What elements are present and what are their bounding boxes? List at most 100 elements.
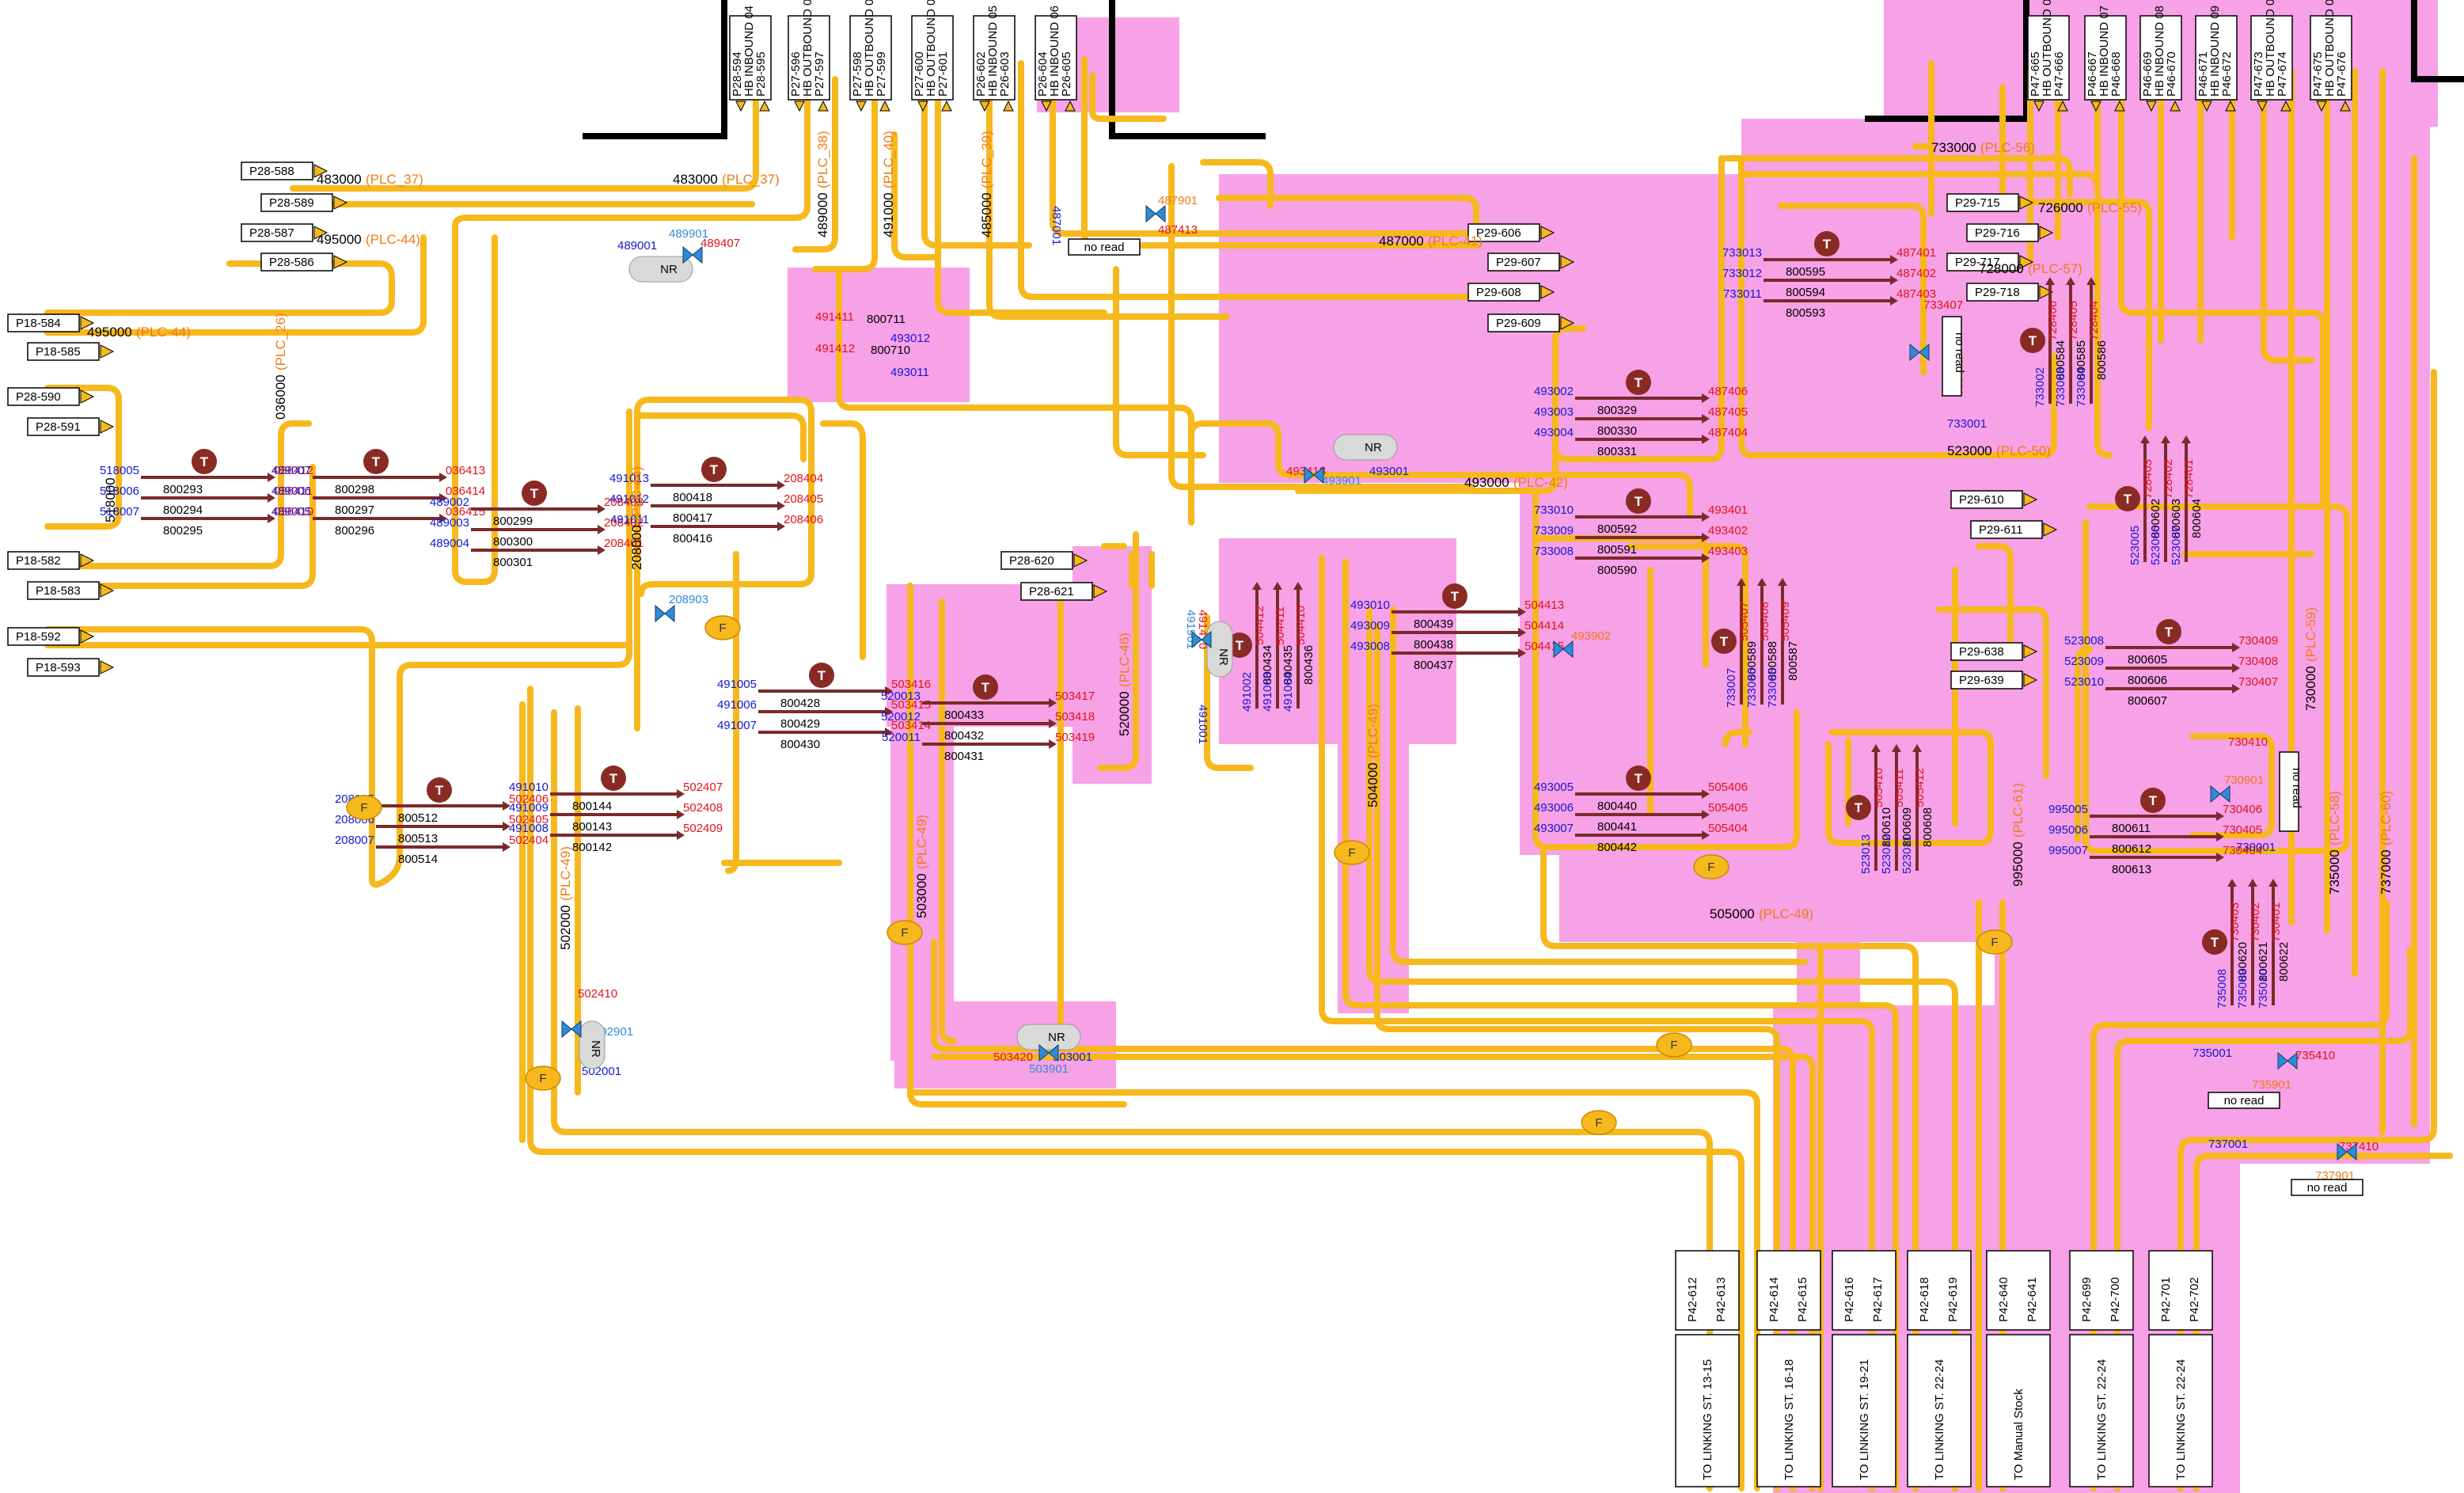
port-id: P42-700 bbox=[2109, 1277, 2122, 1322]
side-port: P28-587 bbox=[241, 224, 327, 241]
plc-tag: (PLC-49) bbox=[1365, 704, 1380, 758]
lane-id: 800301 bbox=[493, 556, 533, 569]
flow-marker-icon: F bbox=[347, 796, 382, 819]
lane-sensor-id: 491010 bbox=[509, 781, 549, 794]
top-port-pair: P46-671HB INBOUND 09P46-672 bbox=[2196, 6, 2237, 111]
lane-sensor-id: 733002 bbox=[2033, 367, 2047, 407]
port-id: P18-593 bbox=[36, 661, 81, 674]
no-read-station-badge: NR bbox=[1017, 1024, 1080, 1050]
transfer-badge-icon: T bbox=[522, 481, 547, 506]
zone-id: 493000 bbox=[1464, 475, 1509, 490]
lane-sensor-id: 491006 bbox=[717, 698, 757, 712]
port-id: P27-601 bbox=[936, 51, 950, 97]
port-id: P42-619 bbox=[1946, 1277, 1960, 1322]
side-port: P18-582 bbox=[8, 552, 93, 569]
svg-text:T: T bbox=[2211, 935, 2219, 950]
port-id: P42-699 bbox=[2080, 1277, 2094, 1322]
lane-divert-id: 730408 bbox=[2238, 655, 2278, 668]
port-id: P42-641 bbox=[2025, 1277, 2039, 1322]
lane-id: 800436 bbox=[1302, 645, 1316, 685]
lane-id: 800428 bbox=[780, 697, 820, 710]
svg-text:T: T bbox=[1451, 589, 1460, 604]
lane-sensor-id: 489006 bbox=[271, 484, 311, 498]
lane-id: 800294 bbox=[163, 503, 203, 517]
zone-id: 495000 bbox=[87, 325, 132, 340]
transfer-badge-icon: T bbox=[809, 663, 834, 688]
zone-id: 487000 bbox=[1379, 234, 1424, 249]
top-port-pair: P26-602HB INBOUND 05P26-603 bbox=[974, 6, 1015, 111]
svg-text:T: T bbox=[609, 771, 618, 786]
port-id: P47-666 bbox=[2052, 51, 2066, 97]
svg-text:T: T bbox=[530, 486, 539, 501]
transfer-badge-icon: T bbox=[1626, 488, 1651, 514]
svg-text:T: T bbox=[1634, 375, 1643, 390]
lane-divert-id: 728404 bbox=[2087, 301, 2101, 340]
transfer-badge-icon: T bbox=[701, 457, 727, 482]
lane-divert-id: 487405 bbox=[1708, 405, 1748, 419]
port-id: P42-614 bbox=[1767, 1277, 1781, 1322]
plc-tag: (PLC-60) bbox=[2379, 791, 2394, 845]
lane-id: 800296 bbox=[335, 524, 374, 538]
lane-divert-id: 505410 bbox=[1872, 768, 1885, 807]
lane-divert-id: 502407 bbox=[683, 781, 723, 794]
sensor-id: 493011 bbox=[890, 366, 929, 379]
transfer-badge-icon: T bbox=[363, 449, 389, 474]
sensor-id: 491411 bbox=[815, 310, 854, 324]
lane-sensor-id: 733009 bbox=[1534, 524, 1574, 538]
port-id: P29-610 bbox=[1959, 493, 2004, 507]
svg-text:T: T bbox=[1236, 638, 1244, 653]
no-read-label: no read bbox=[2291, 1180, 2363, 1195]
lane-sensor-id: 493005 bbox=[1534, 781, 1574, 794]
lane-sensor-id: 493009 bbox=[1350, 619, 1390, 633]
zone-id: 495000 bbox=[317, 232, 362, 247]
sensor-id: 735901 bbox=[2252, 1078, 2291, 1092]
zone-label: 523000(PLC-50) bbox=[1947, 443, 2051, 458]
plc-tag: (PLC-50) bbox=[1996, 443, 2051, 458]
port-arrow-icon bbox=[795, 101, 804, 111]
lane-sensor-id: 735008 bbox=[2215, 969, 2229, 1009]
zone-label: 520000(PLC-46) bbox=[1117, 633, 1132, 736]
lane-divert-id: 728401 bbox=[2182, 459, 2196, 499]
svg-text:NR: NR bbox=[1048, 1031, 1065, 1044]
svg-text:F: F bbox=[1707, 860, 1714, 874]
port-id: P29-715 bbox=[1955, 196, 2000, 210]
transfer-badge-icon: T bbox=[2156, 619, 2181, 644]
lane-divert-id: 730401 bbox=[2269, 902, 2283, 942]
lane-sensor-id: 523009 bbox=[2064, 655, 2104, 668]
svg-text:no read: no read bbox=[2307, 1181, 2348, 1195]
sensor-id: 487901 bbox=[1158, 194, 1198, 207]
zone-id: 735000 bbox=[2327, 849, 2342, 895]
plc-tag: (PLC-49) bbox=[1759, 906, 1813, 921]
lane-divert-id: 503417 bbox=[1055, 690, 1095, 703]
port-id: P28-621 bbox=[1029, 585, 1074, 598]
transfer-badge-icon: T bbox=[1814, 231, 1839, 256]
valve-icon bbox=[693, 247, 702, 263]
flow-marker-icon: F bbox=[705, 616, 740, 640]
plc-tag: (PLC-42) bbox=[1513, 475, 1568, 490]
zone-id: 518000 bbox=[103, 477, 118, 522]
port-id: P46-668 bbox=[2109, 51, 2123, 97]
lane-id: 800607 bbox=[2128, 694, 2167, 708]
lane-divert-id: 493402 bbox=[1708, 524, 1748, 538]
plc-tag: (PLC-55) bbox=[2087, 200, 2142, 215]
transfer-badge-icon: T bbox=[1626, 765, 1651, 791]
top-port-pair: P27-600HB OUTBOUND 06P27-601 bbox=[912, 0, 953, 111]
port-id: P42-618 bbox=[1918, 1277, 1931, 1322]
lane-sensor-id: 208007 bbox=[335, 834, 374, 847]
destination-label: TO LINKING ST. 22-24 bbox=[2095, 1359, 2109, 1480]
zone-id: 502000 bbox=[558, 905, 573, 950]
lane-id: 800439 bbox=[1414, 617, 1453, 631]
lane-sensor-id: 520013 bbox=[881, 690, 921, 703]
lane-id: 800595 bbox=[1786, 265, 1825, 279]
port-id: P28-591 bbox=[36, 420, 81, 434]
port-id: P29-716 bbox=[1975, 226, 2020, 240]
svg-text:T: T bbox=[2029, 333, 2037, 348]
lane-divert-id: 487402 bbox=[1896, 267, 1936, 280]
zone-id: 730000 bbox=[2303, 666, 2318, 711]
lane-divert-id: 730407 bbox=[2238, 675, 2278, 689]
flow-marker-icon: F bbox=[1335, 841, 1369, 864]
port-id: P18-592 bbox=[16, 630, 61, 644]
svg-text:no read: no read bbox=[1953, 332, 1966, 373]
port-id: P29-638 bbox=[1959, 645, 2004, 659]
sensor-id: 800711 bbox=[867, 313, 905, 326]
